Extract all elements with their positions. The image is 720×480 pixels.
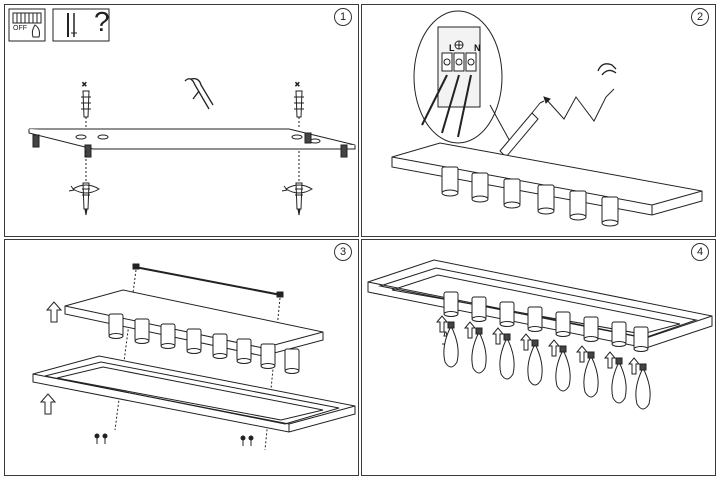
wall-plug-left: × [81, 80, 91, 129]
question-mark: ? [94, 6, 110, 37]
terminal-l-label: L [449, 43, 455, 53]
step-3-panel: 3 [4, 239, 359, 476]
step-4-panel: 4 [361, 239, 716, 476]
spot-cylinders [108, 313, 300, 374]
step-number: 2 [691, 8, 709, 26]
spot-cylinders [443, 291, 649, 352]
up-arrow-icon [45, 301, 63, 323]
bulb [575, 345, 599, 398]
step-number: 1 [334, 8, 352, 26]
terminal-block-zoom [413, 10, 503, 144]
step-2-panel: 2 [361, 4, 716, 237]
light-bulbs [435, 315, 651, 410]
step-1-illustration: × × [8, 8, 356, 216]
step-1-panel: 1 [4, 4, 359, 237]
fixture-frame [32, 355, 356, 433]
step-2-illustration [391, 10, 703, 227]
step-number: 3 [334, 243, 352, 261]
bulb [491, 327, 515, 380]
fixture-assembled [367, 259, 713, 349]
bulb [435, 315, 459, 368]
step-number: 4 [691, 243, 709, 261]
clip-icon [184, 77, 214, 110]
wire-connector [499, 100, 545, 158]
mounting-plate [28, 128, 356, 158]
wall-plug-right: × [294, 80, 304, 129]
bulb [547, 339, 571, 392]
clip-icon [597, 63, 617, 76]
power-switch-icon [8, 8, 46, 42]
zoom-leader [489, 104, 513, 146]
svg-text:×: × [295, 80, 300, 89]
terminal-n-label: N [474, 43, 481, 53]
screw-left [68, 151, 100, 216]
spot-cylinders [441, 166, 619, 227]
bulb [463, 321, 487, 374]
step-3-illustration [32, 263, 356, 451]
screws [94, 433, 254, 446]
bulb [603, 351, 627, 404]
up-arrow-icon [39, 393, 57, 415]
switch-off-label: OFF [13, 25, 27, 32]
bulb [519, 333, 543, 386]
svg-text:×: × [82, 80, 87, 89]
arrow-pointer [543, 88, 615, 122]
screw-right [281, 151, 313, 216]
tools-required-icon [52, 8, 110, 42]
step-4-illustration [367, 259, 713, 410]
bulb [627, 357, 651, 410]
